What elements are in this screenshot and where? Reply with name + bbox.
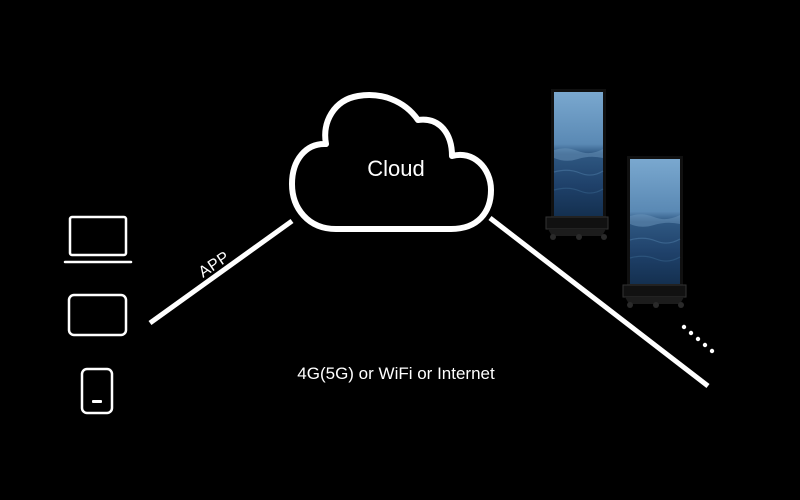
vertical-display-kiosk	[545, 89, 609, 240]
laptop-icon	[63, 215, 133, 264]
vertical-display-kiosk	[622, 156, 687, 308]
more-devices-indicator	[681, 324, 715, 354]
tablet-icon	[67, 293, 128, 337]
cloud-icon	[289, 92, 494, 232]
cloud-node: Cloud	[289, 92, 494, 232]
display-connection-line	[488, 216, 710, 388]
connection-label: 4G(5G) or WiFi or Internet	[297, 364, 495, 383]
app-connection-line	[148, 218, 294, 326]
phone-icon	[80, 367, 114, 415]
cloud-label: Cloud	[367, 156, 424, 181]
